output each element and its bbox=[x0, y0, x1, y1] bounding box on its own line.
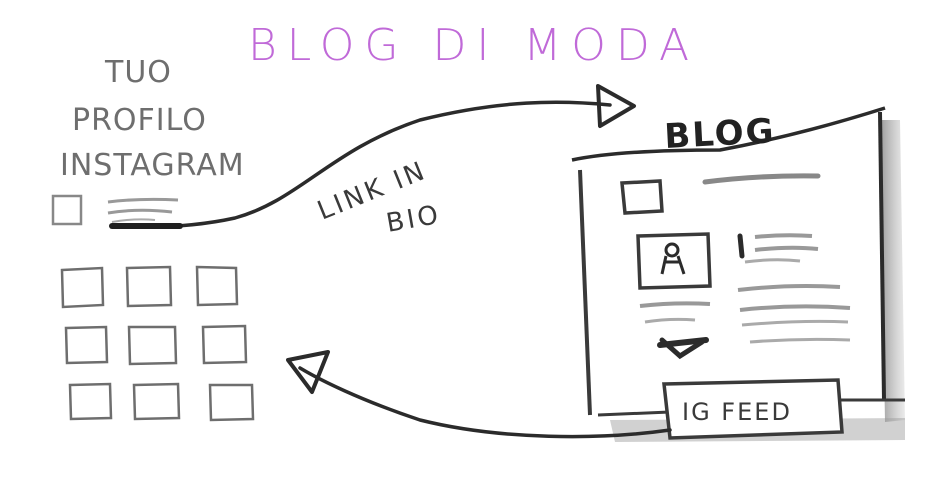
post-thumbnail bbox=[64, 325, 109, 365]
profile-label-line-2: PROFILO bbox=[72, 103, 207, 138]
window-top-border bbox=[571, 106, 886, 162]
sidebar-line bbox=[639, 301, 711, 308]
post-thumbnail bbox=[201, 324, 248, 365]
link-label-line-2: BIO bbox=[384, 200, 443, 239]
sidebar-line bbox=[644, 317, 696, 324]
page-title: BLOG DI MODA bbox=[248, 20, 699, 71]
profile-label-line-3: INSTAGRAM bbox=[60, 148, 245, 183]
figure-body-icon bbox=[660, 255, 686, 275]
link-in-bio-label: LINK IN BIO bbox=[313, 156, 443, 239]
article-line bbox=[749, 337, 851, 344]
profile-avatar-icon bbox=[51, 194, 83, 226]
article-line bbox=[754, 233, 813, 239]
article-line bbox=[744, 258, 801, 264]
blog-nav-line bbox=[702, 173, 821, 185]
post-thumbnail bbox=[125, 265, 173, 308]
arrow-head-left-icon bbox=[286, 350, 330, 394]
text-cursor-mark bbox=[737, 233, 745, 259]
post-thumbnail bbox=[195, 265, 239, 307]
link-in-bio-arrow bbox=[110, 100, 612, 229]
instagram-profile-label: TUO PROFILO INSTAGRAM bbox=[60, 55, 245, 183]
article-line bbox=[754, 245, 819, 252]
bio-line-2 bbox=[107, 208, 173, 215]
check-mark-icon bbox=[659, 337, 705, 360]
post-thumbnail bbox=[127, 325, 178, 366]
window-left-border bbox=[578, 169, 592, 416]
figure-head-icon bbox=[664, 242, 680, 258]
article-line bbox=[741, 319, 849, 327]
post-thumbnail bbox=[68, 382, 113, 421]
article-line bbox=[737, 284, 841, 292]
window-right-border bbox=[878, 111, 886, 401]
bio-line-3 bbox=[111, 218, 156, 223]
blog-logo-icon bbox=[620, 179, 664, 215]
return-to-instagram-arrow bbox=[298, 366, 672, 439]
blog-image-box bbox=[636, 232, 712, 290]
bio-line-1 bbox=[107, 197, 179, 204]
post-thumbnail bbox=[60, 266, 105, 309]
blog-window: BLOG IG FEED bbox=[571, 106, 905, 442]
window-shadow bbox=[880, 120, 905, 422]
window-bottom-border-left bbox=[597, 410, 671, 417]
post-thumbnail bbox=[132, 382, 181, 421]
article-line bbox=[739, 304, 851, 312]
instagram-post-grid bbox=[60, 265, 255, 422]
profile-label-line-1: TUO bbox=[104, 55, 172, 90]
ig-feed-button-label: IG FEED bbox=[682, 398, 792, 426]
instagram-profile-header bbox=[51, 194, 179, 226]
arrow-head-right-icon bbox=[596, 84, 636, 128]
blog-heading: BLOG bbox=[663, 111, 776, 157]
ig-feed-button[interactable] bbox=[662, 378, 844, 440]
post-thumbnail bbox=[208, 383, 255, 422]
